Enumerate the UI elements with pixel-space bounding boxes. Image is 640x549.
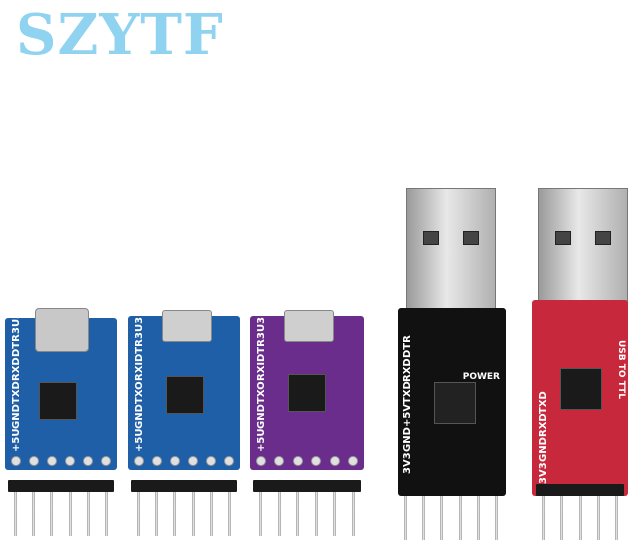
pin-label: +5V [402, 404, 413, 428]
pin-label: GND [134, 403, 145, 429]
pin-label: GND [256, 403, 267, 429]
pin-label: 3U3 [134, 316, 145, 339]
pin-label: GND [402, 427, 413, 453]
micro-usb-connector [284, 310, 334, 342]
chip-ic [288, 374, 326, 412]
pin-label: TXO [134, 380, 145, 404]
brand-logo: SZYTF [16, 2, 224, 68]
chip-ic [560, 368, 602, 410]
usb-c-board: +5U GND TXD RXD DTR 3U3 [5, 308, 117, 470]
chip-ic [434, 382, 476, 424]
pin-header [131, 480, 237, 492]
micro-usb-connector [162, 310, 212, 342]
pin-label: 3U3 [256, 316, 267, 339]
chip-ic [166, 376, 204, 414]
pin-labels: 3V3 GND RXD TXD [538, 391, 622, 484]
pin-label: TXD [538, 390, 549, 414]
pin-label: RXD [538, 413, 549, 438]
pin-label: DTR [134, 338, 145, 362]
pin-label: RXI [256, 361, 267, 381]
chip-ic [39, 382, 77, 420]
pin-labels: +5U GND TXO RXI DTR 3U3 [256, 317, 358, 452]
pin-label: GND [11, 403, 22, 429]
usb-c-connector [35, 308, 89, 352]
pin-label: RXD [402, 357, 413, 382]
pin-label: 3V3 [402, 452, 413, 474]
header-pins [542, 496, 618, 540]
pin-label: DTR [256, 338, 267, 362]
pin-label: RXD [11, 357, 22, 381]
pin-label: TXO [256, 380, 267, 404]
pin-label: DTR [402, 334, 413, 358]
usb-a-black-board: POWER 3V3 GND +5V TXD RXD DTR [398, 308, 506, 496]
micro-usb-purple-board: +5U GND TXO RXI DTR 3U3 [250, 310, 364, 470]
power-marking: POWER [462, 372, 500, 382]
pin-header [253, 480, 361, 492]
pin-label: DTR [11, 334, 22, 358]
header-pins [259, 492, 355, 536]
pin-label: 3V3 [538, 462, 549, 484]
pin-label: RXI [134, 361, 145, 381]
pin-labels: +5U GND TXD RXD DTR 3U3 [11, 312, 111, 452]
pin-label: +5U [134, 428, 145, 452]
pin-label: GND [538, 437, 549, 463]
pin-labels: 3V3 GND +5V TXD RXD DTR [402, 335, 502, 474]
header-pins [137, 492, 231, 536]
micro-usb-blue-board: +5U GND TXO RXI DTR 3U3 [128, 310, 240, 470]
pin-labels: +5U GND TXO RXI DTR 3U3 [134, 317, 234, 452]
solder-pads [256, 456, 358, 466]
pin-header [536, 484, 624, 496]
header-pins [404, 496, 498, 540]
pin-label: TXD [11, 380, 22, 404]
pin-label: TXD [402, 381, 413, 405]
pin-label: +5U [11, 428, 22, 452]
pin-label: 3U3 [11, 312, 22, 335]
solder-pads [134, 456, 234, 466]
solder-pads [11, 456, 111, 466]
usb-a-connector [406, 188, 496, 324]
pin-label: +5U [256, 428, 267, 452]
usb-a-red-board: USB TO TTL 3V3 GND RXD TXD [532, 300, 628, 496]
usb-to-ttl-marking: USB TO TTL [616, 340, 626, 399]
pin-header [8, 480, 114, 492]
header-pins [14, 492, 108, 536]
